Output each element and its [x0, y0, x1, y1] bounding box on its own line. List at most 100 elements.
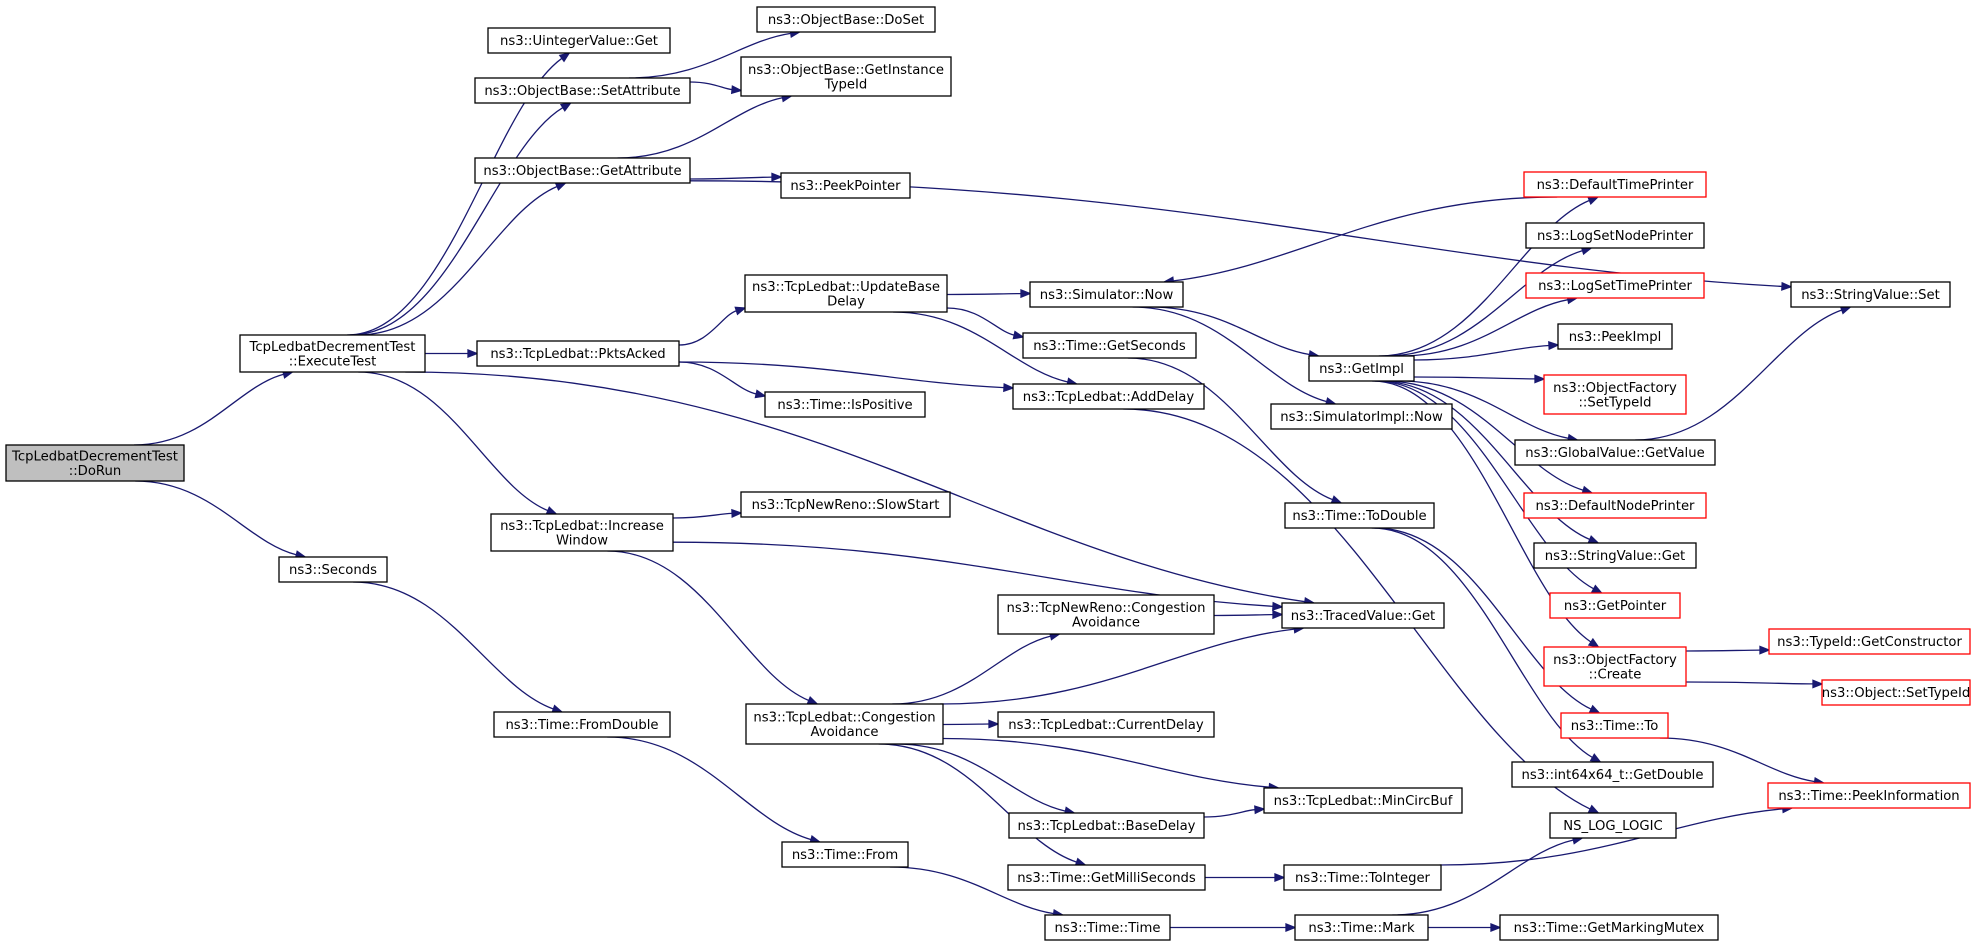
node-time-tointeger[interactable]: ns3::Time::ToInteger	[1283, 864, 1442, 891]
node-time-mark[interactable]: ns3::Time::Mark	[1294, 914, 1429, 941]
edge-arrowhead-timetime-to-timemark	[1285, 922, 1297, 933]
node-stringvalue-get[interactable]: ns3::StringValue::Get	[1533, 542, 1697, 569]
node-label: ns3::LogSetNodePrinter	[1537, 229, 1694, 244]
node-label: ns3::GlobalValue::GetValue	[1525, 446, 1704, 461]
node-time-fromdouble[interactable]: ns3::Time::FromDouble	[493, 711, 671, 738]
node-getimpl[interactable]: ns3::GetImpl	[1308, 355, 1415, 382]
node-time-time[interactable]: ns3::Time::Time	[1044, 914, 1171, 941]
node-typeid-getconstructor[interactable]: ns3::TypeId::GetConstructor	[1768, 628, 1971, 655]
node-object-settypeid[interactable]: ns3::Object::SetTypeId	[1821, 679, 1971, 706]
node-simulator-now[interactable]: ns3::Simulator::Now	[1029, 281, 1184, 308]
node-tcpledbat-mincircbuf[interactable]: ns3::TcpLedbat::MinCircBuf	[1263, 787, 1463, 814]
node-peekpointer[interactable]: ns3::PeekPointer	[780, 172, 911, 199]
edge-ledbatcongavoid-to-basedelay	[896, 743, 1066, 812]
node-box	[490, 513, 674, 552]
node-simulatorimpl-now[interactable]: ns3::SimulatorImpl::Now	[1270, 403, 1453, 430]
edge-dorun-to-seconds	[135, 480, 297, 556]
node-time-getmilliseconds[interactable]: ns3::Time::GetMilliSeconds	[1007, 864, 1206, 891]
node-time-getseconds[interactable]: ns3::Time::GetSeconds	[1022, 332, 1197, 359]
node-objectbase-doset[interactable]: ns3::ObjectBase::DoSet	[756, 6, 936, 33]
node-objectbase-getattribute[interactable]: ns3::ObjectBase::GetAttribute	[474, 157, 691, 184]
node-box	[1557, 323, 1673, 350]
node-box	[1308, 355, 1415, 382]
node-label: ns3::Object::SetTypeId	[1822, 686, 1971, 701]
edge-getattribute-to-peekpointer	[689, 176, 773, 180]
node-label: ns3::Time::PeekInformation	[1778, 789, 1959, 804]
node-getpointer[interactable]: ns3::GetPointer	[1549, 592, 1681, 619]
node-peekimpl[interactable]: ns3::PeekImpl	[1557, 323, 1673, 350]
edge-ledbatcongavoid-to-newrenocongavoid	[892, 635, 1051, 705]
edge-dorun-to-executetest	[133, 373, 284, 446]
node-time-getmarkingmutex[interactable]: ns3::Time::GetMarkingMutex	[1499, 914, 1719, 941]
node-tcpledbatdecrementtest-executetest[interactable]: TcpLedbatDecrementTest::ExecuteTest	[239, 334, 426, 373]
node-label: Delay	[827, 294, 865, 309]
node-globalvalue-getvalue[interactable]: ns3::GlobalValue::GetValue	[1514, 439, 1716, 466]
node-time-peekinformation[interactable]: ns3::Time::PeekInformation	[1767, 782, 1971, 809]
node-objectbase-setattribute[interactable]: ns3::ObjectBase::SetAttribute	[474, 77, 691, 104]
edge-ledbatcongavoid-to-mincircbuf	[942, 737, 1270, 788]
node-defaultnodeprinter[interactable]: ns3::DefaultNodePrinter	[1523, 492, 1707, 519]
edge-getimpl-to-logsettimeprinter	[1399, 299, 1569, 357]
node-label: ns3::Time::GetSeconds	[1033, 339, 1186, 354]
node-ns3-seconds[interactable]: ns3::Seconds	[278, 556, 388, 583]
node-logsetnodeprinter[interactable]: ns3::LogSetNodePrinter	[1525, 222, 1705, 249]
node-logsettimeprinter[interactable]: ns3::LogSetTimePrinter	[1525, 272, 1705, 299]
node-time-ispositive[interactable]: ns3::Time::IsPositive	[764, 391, 926, 418]
node-tcpnewreno-slowstart[interactable]: ns3::TcpNewReno::SlowStart	[740, 491, 951, 518]
edge-executetest-to-getattribute	[357, 185, 558, 336]
edge-arrowhead-executetest-to-getattribute	[554, 182, 568, 191]
node-tcpledbat-adddelay[interactable]: ns3::TcpLedbat::AddDelay	[1012, 383, 1205, 410]
node-box	[5, 444, 185, 482]
edge-fromdouble-to-timefrom	[607, 736, 812, 841]
edge-arrowhead-executetest-to-uintegerget	[558, 51, 571, 63]
edge-arrowhead-pktsacked-to-ispositive	[754, 389, 767, 399]
node-stringvalue-set[interactable]: ns3::StringValue::Set	[1790, 281, 1951, 308]
node-label: ns3::Time::GetMarkingMutex	[1514, 921, 1705, 936]
node-label: ns3::Time::From	[792, 848, 898, 863]
node-label: ns3::Time::FromDouble	[505, 718, 658, 733]
edge-getimpl-to-defaulttimeprinter	[1378, 199, 1590, 357]
node-box	[487, 27, 671, 54]
node-box	[1525, 222, 1705, 249]
node-tcpledbat-pktsacked[interactable]: ns3::TcpLedbat::PktsAcked	[476, 340, 680, 367]
node-defaulttimeprinter[interactable]: ns3::DefaultTimePrinter	[1523, 171, 1707, 198]
edge-getimpl-to-globalgetvalue	[1399, 380, 1569, 439]
node-box	[1543, 646, 1687, 687]
edge-updatebasedelay-to-simnow	[946, 292, 1022, 296]
node-label: ns3::ObjectBase::GetInstance	[748, 63, 944, 78]
node-box	[1270, 403, 1453, 430]
node-box	[1284, 502, 1435, 529]
node-uintegervalue-get[interactable]: ns3::UintegerValue::Get	[487, 27, 671, 54]
edge-setattribute-to-doset	[628, 32, 791, 79]
node-objectfactory-settypeid[interactable]: ns3::ObjectFactory::SetTypeId	[1543, 374, 1687, 415]
edge-getattribute-to-getinstancetypeid	[617, 97, 783, 159]
node-box	[1543, 374, 1687, 415]
node-time-to[interactable]: ns3::Time::To	[1560, 712, 1669, 739]
node-box	[1821, 679, 1971, 706]
node-tcpledbatdecrementtest-dorun[interactable]: TcpLedbatDecrementTest::DoRun	[5, 444, 185, 482]
node-objectfactory-create[interactable]: ns3::ObjectFactory::Create	[1543, 646, 1687, 687]
node-box	[474, 77, 691, 104]
edge-newrenocongavoid-to-tracedget	[1213, 613, 1274, 617]
edge-updatebasedelay-to-getseconds	[946, 307, 1015, 336]
node-label: ns3::ObjectBase::DoSet	[768, 13, 924, 28]
edge-arrowhead-pktsacked-to-adddelay	[1003, 383, 1015, 393]
node-ns-log-logic[interactable]: NS_LOG_LOGIC	[1549, 812, 1677, 839]
node-box	[745, 703, 944, 745]
node-label: ns3::TcpLedbat::BaseDelay	[1018, 819, 1196, 834]
node-tcpledbat-basedelay[interactable]: ns3::TcpLedbat::BaseDelay	[1008, 812, 1205, 839]
edge-arrowhead-executetest-to-increasewindow	[545, 506, 558, 515]
node-box	[1294, 914, 1429, 941]
node-int64x64-getdouble[interactable]: ns3::int64x64_t::GetDouble	[1511, 761, 1714, 788]
edge-seconds-to-fromdouble	[353, 581, 554, 710]
node-time-from[interactable]: ns3::Time::From	[781, 841, 909, 868]
node-time-todouble[interactable]: ns3::Time::ToDouble	[1284, 502, 1435, 529]
node-tracedvalue-get[interactable]: ns3::TracedValue::Get	[1281, 602, 1445, 629]
node-tcpledbat-currentdelay[interactable]: ns3::TcpLedbat::CurrentDelay	[997, 711, 1215, 738]
